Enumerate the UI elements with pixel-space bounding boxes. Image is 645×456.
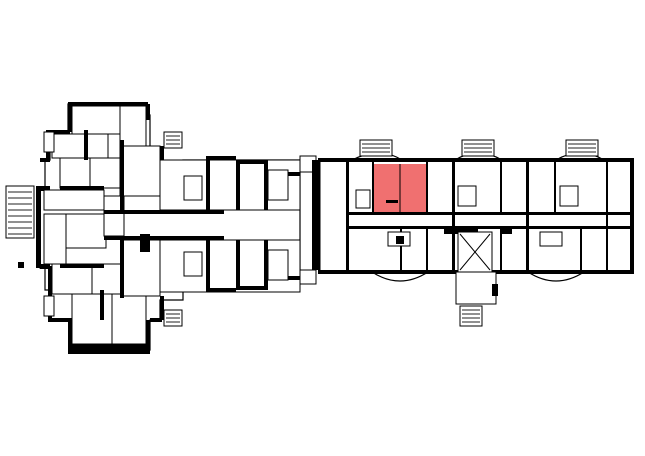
west-stairs: [5, 131, 183, 327]
east-wing: [318, 152, 634, 305]
east-stairs: [359, 139, 599, 327]
middle-block: [159, 155, 320, 293]
west-wing: [36, 102, 301, 354]
